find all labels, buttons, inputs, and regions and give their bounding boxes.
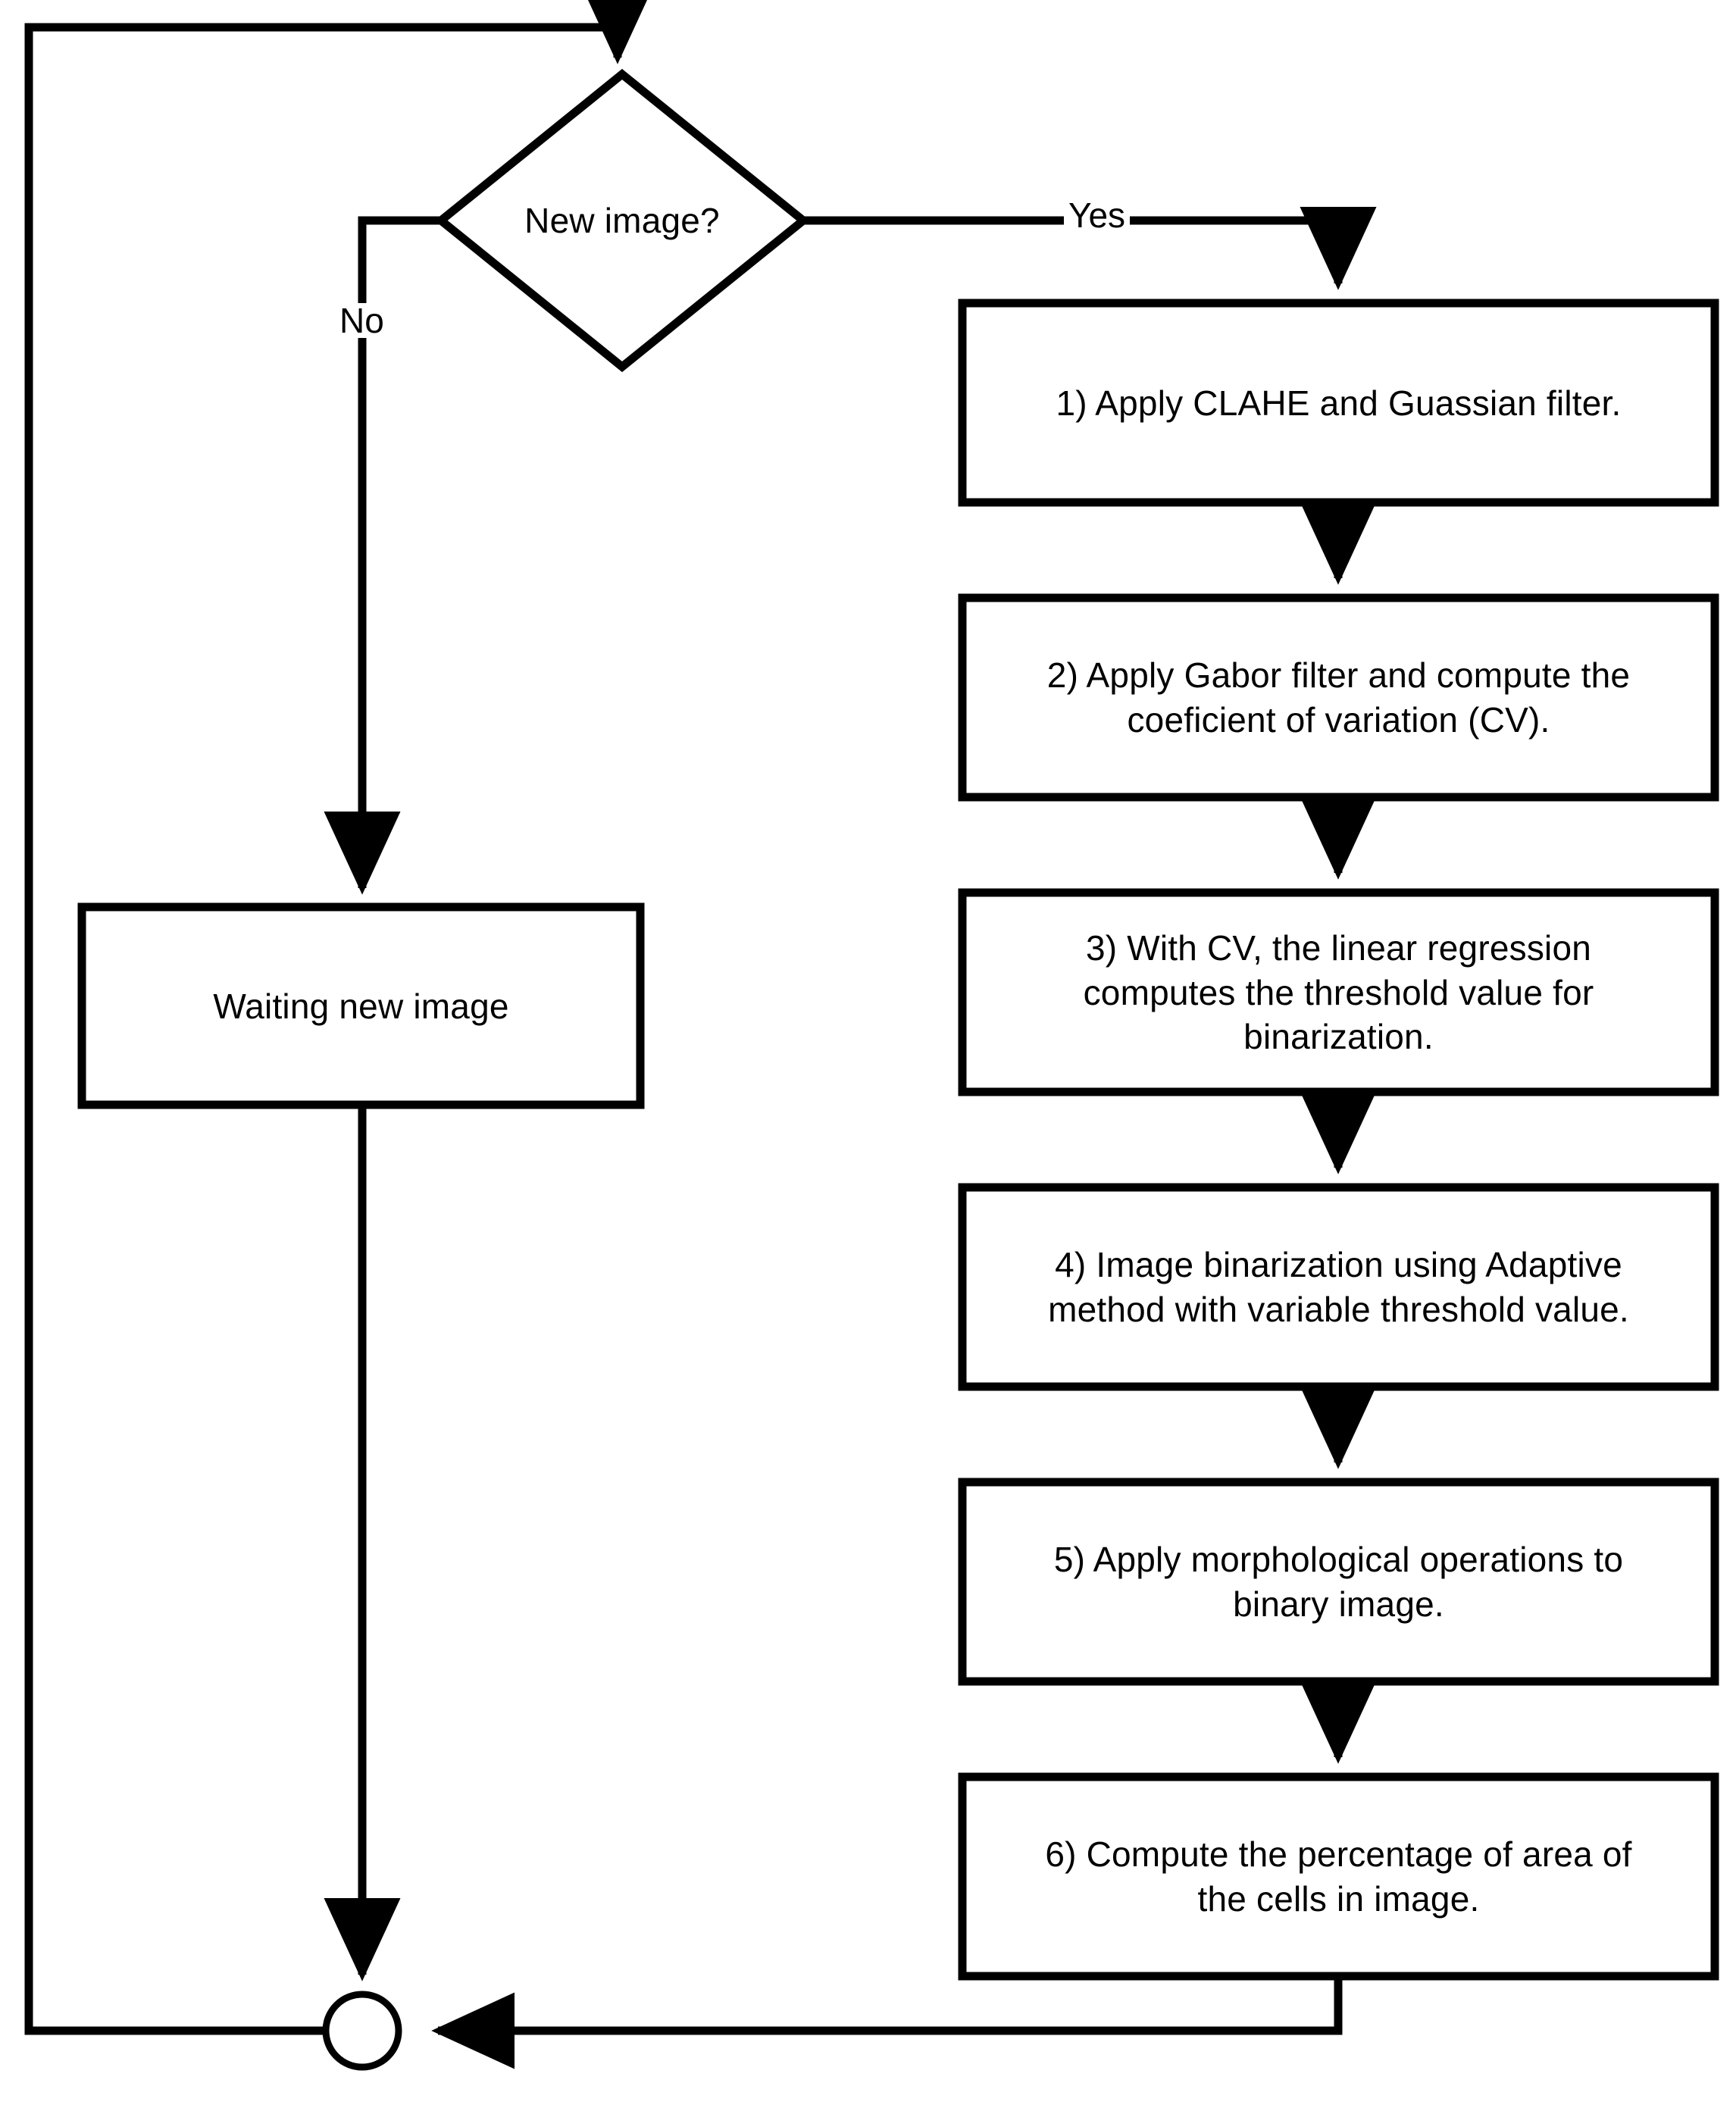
edge-loop-back bbox=[24, 0, 656, 2035]
decision-node[interactable] bbox=[441, 74, 803, 367]
decision-diamond-shape bbox=[434, 68, 810, 373]
merge-node[interactable] bbox=[326, 1994, 399, 2067]
step-1-box-shape bbox=[958, 299, 1719, 507]
waiting-box-shape bbox=[77, 902, 645, 1109]
merge-circle-shape bbox=[322, 1991, 402, 2071]
step-3-node[interactable] bbox=[962, 893, 1715, 1092]
step-6-box-shape bbox=[958, 1772, 1719, 1981]
step-4-box-shape bbox=[958, 1183, 1719, 1391]
step-4-node[interactable] bbox=[962, 1187, 1715, 1387]
step-1-node[interactable] bbox=[962, 303, 1715, 502]
edge-step6-to-merge bbox=[431, 1976, 1343, 2069]
step-2-box-shape bbox=[958, 593, 1719, 802]
step-6-node[interactable] bbox=[962, 1777, 1715, 1976]
waiting-node[interactable] bbox=[82, 907, 640, 1105]
edge-no-branch bbox=[324, 216, 441, 895]
step-2-node[interactable] bbox=[962, 598, 1715, 797]
step-3-box-shape bbox=[958, 888, 1719, 1096]
edge-label-yes: Yes bbox=[1064, 198, 1131, 233]
step-5-box-shape bbox=[958, 1478, 1719, 1686]
step-5-node[interactable] bbox=[962, 1482, 1715, 1681]
edge-label-no: No bbox=[335, 303, 389, 338]
edge-yes-branch bbox=[803, 206, 1377, 290]
